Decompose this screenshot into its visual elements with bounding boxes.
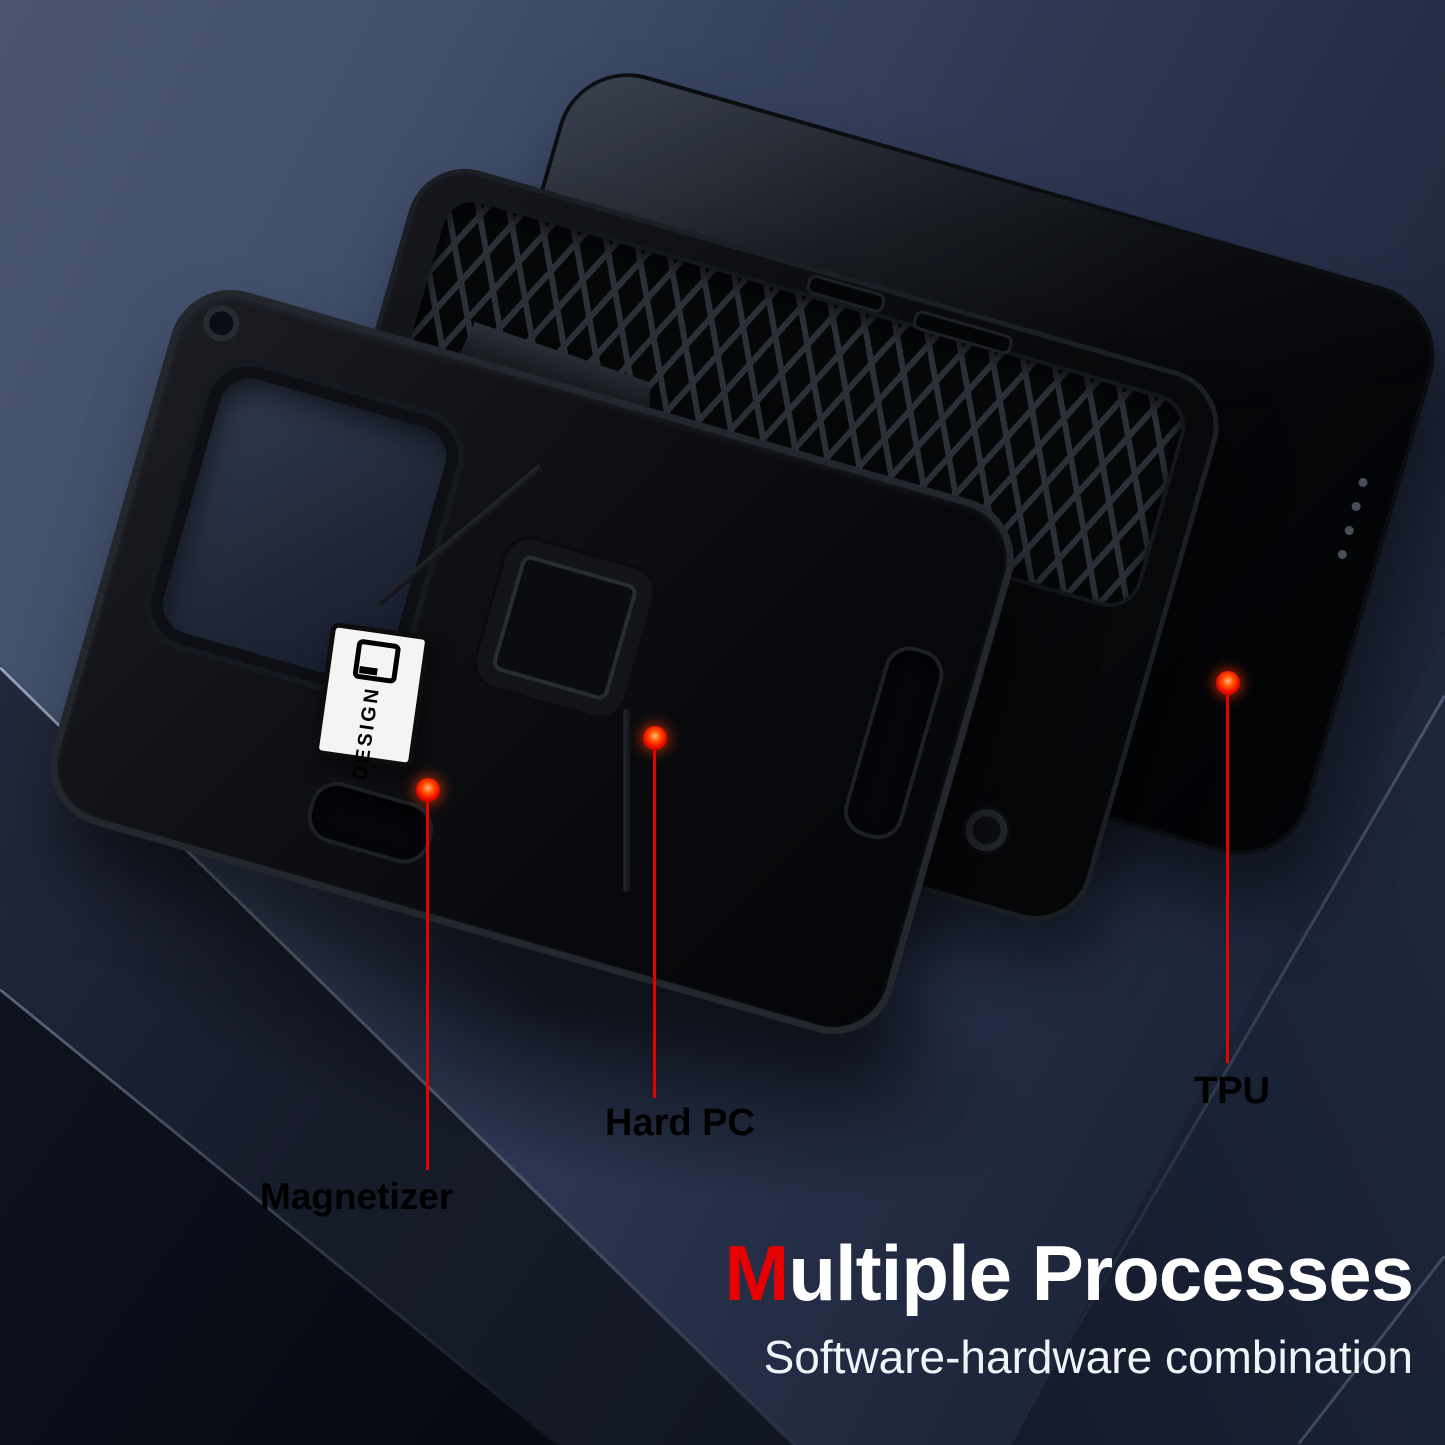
callout-dot-tpu [1216, 671, 1240, 695]
headline-rest: ultiple Processes [788, 1229, 1414, 1317]
callout-dot-magnetizer [416, 778, 440, 802]
callout-dot-hard-pc [643, 726, 667, 750]
callout-label-tpu: TPU [1194, 1070, 1270, 1112]
headline-highlight-letter: M [724, 1229, 789, 1317]
headline: Multiple Processes [724, 1233, 1414, 1314]
screw-detail [960, 804, 1013, 857]
side-cutout [837, 640, 950, 846]
callout-line-hard-pc [653, 748, 656, 1098]
callout-label-magnetizer: Magnetizer [260, 1176, 454, 1217]
armor-ridge [623, 709, 631, 892]
callout-line-tpu [1226, 693, 1229, 1063]
lanyard-hole [199, 300, 244, 346]
design-badge: DESIGN [313, 621, 431, 781]
footer-text-block: Multiple Processes Software-hardware com… [724, 1233, 1414, 1384]
d-design-logo-bar [358, 666, 378, 676]
subheadline: Software-hardware combination [763, 1330, 1413, 1383]
callout-line-magnetizer [426, 800, 429, 1170]
magnet-plate-outline [490, 553, 639, 702]
d-design-logo-icon [352, 638, 402, 685]
callout-label-hard-pc: Hard PC [605, 1102, 755, 1144]
